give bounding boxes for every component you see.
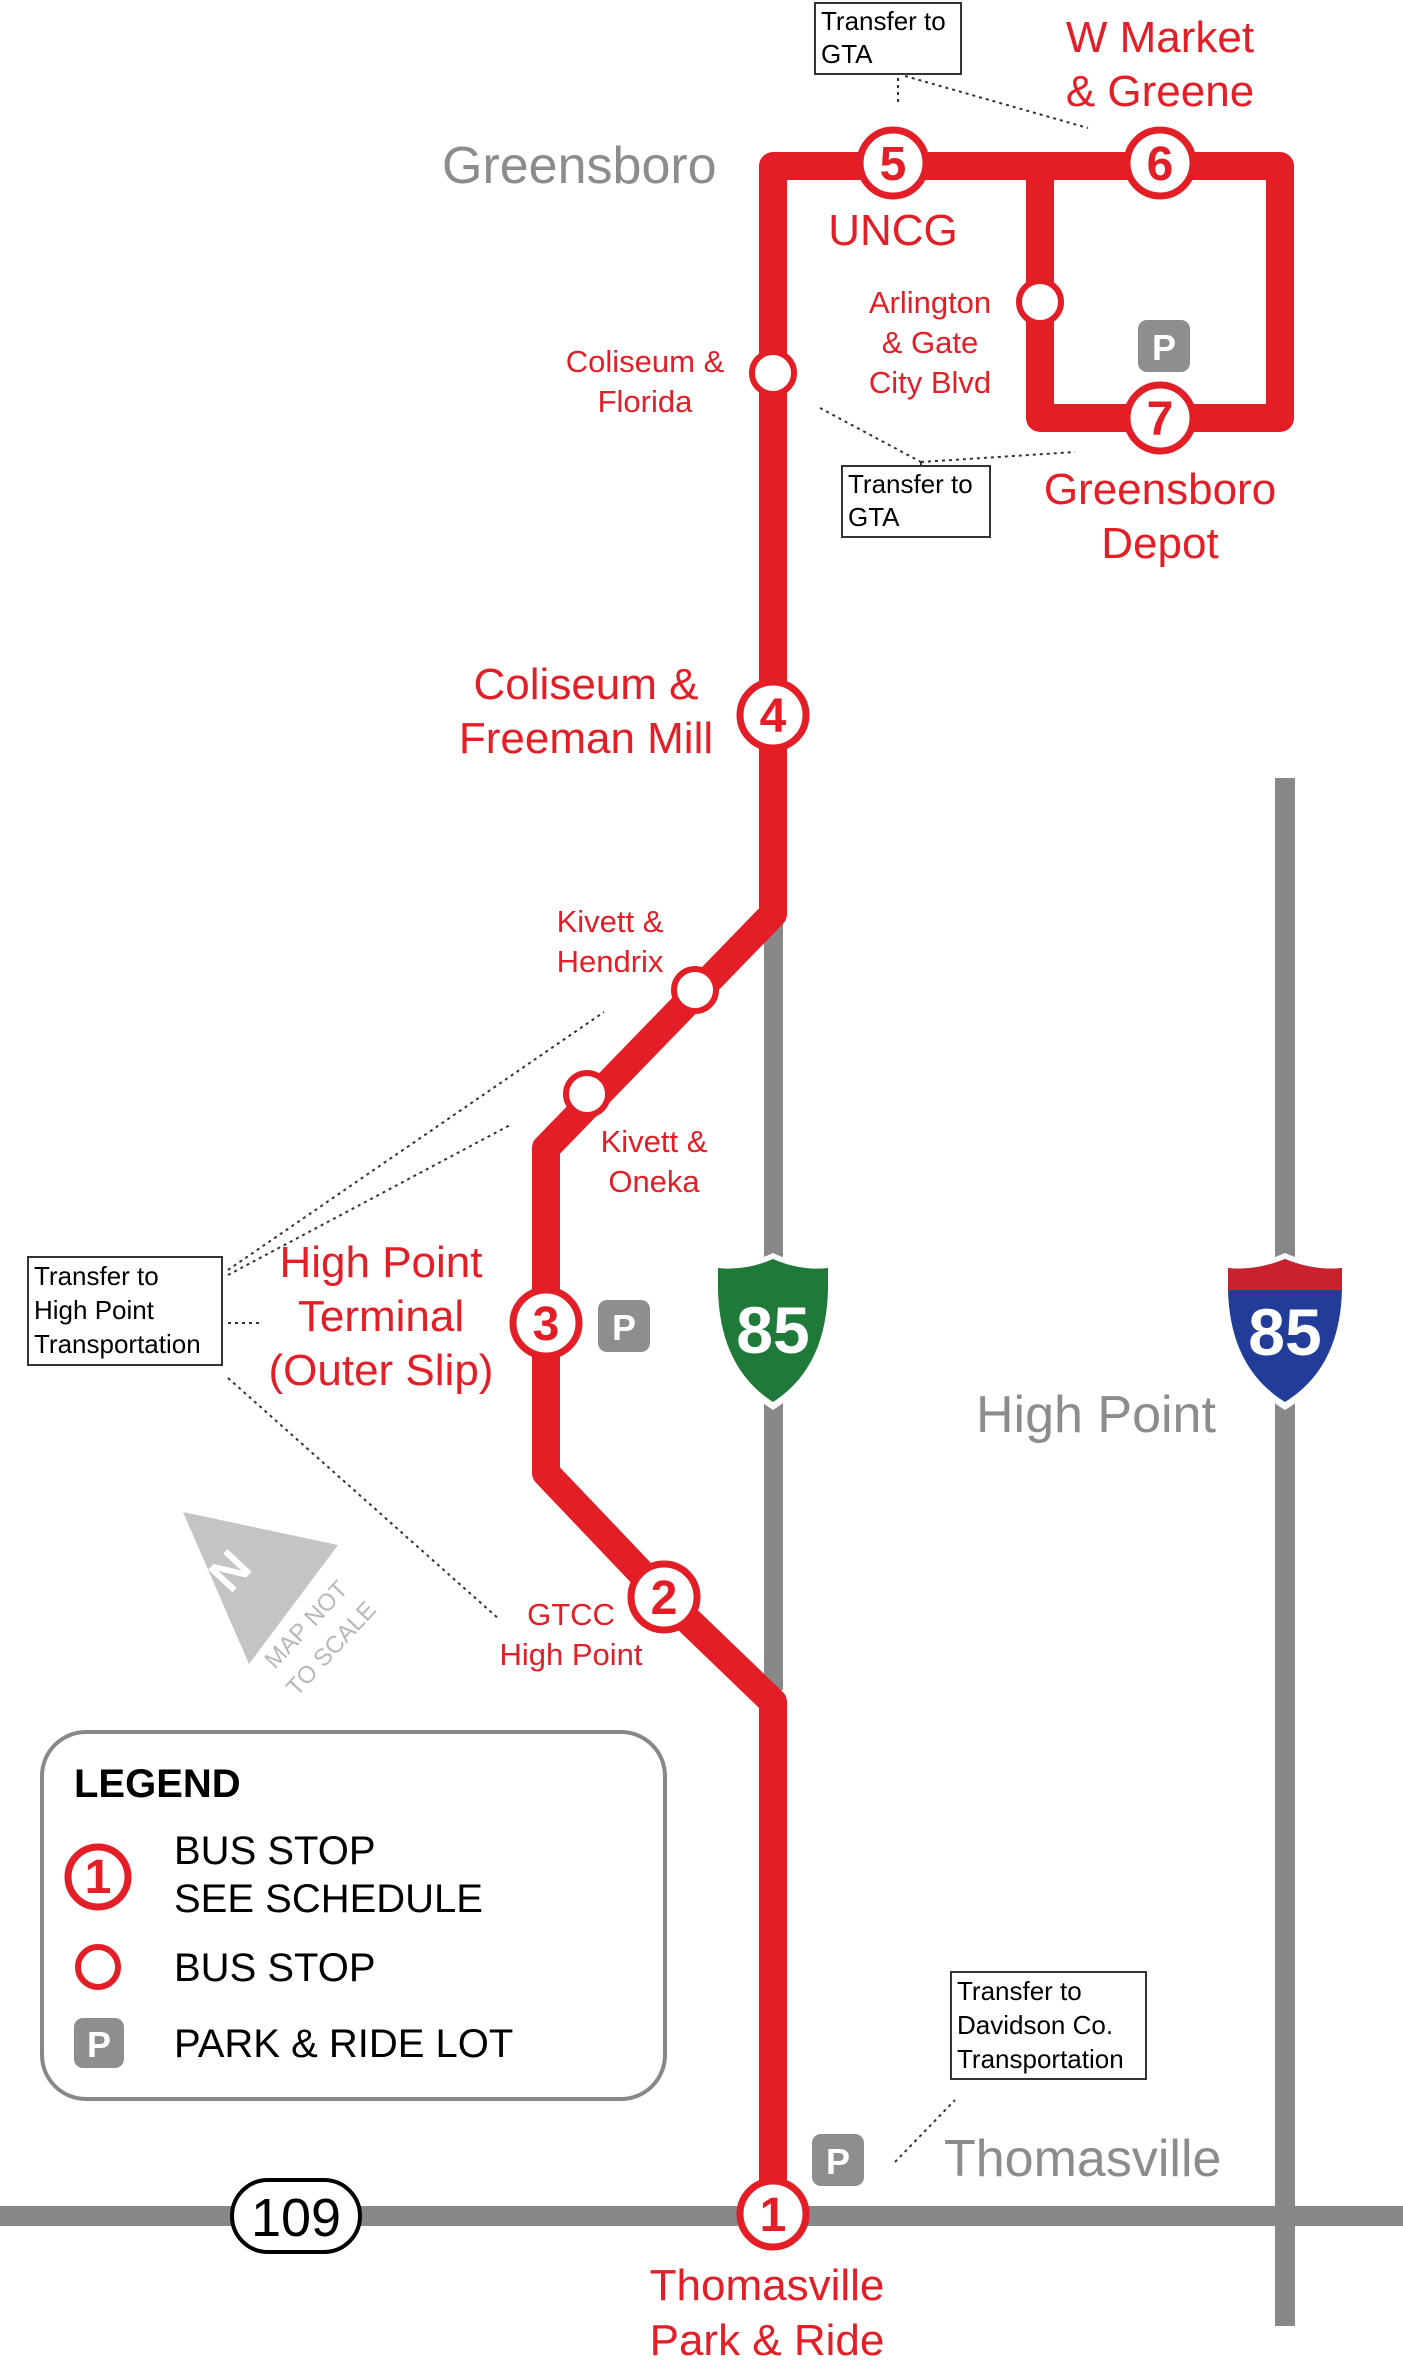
park-ride-icon: P bbox=[1138, 320, 1190, 372]
transfer-leader-lines bbox=[227, 75, 1089, 2163]
city-high-point: High Point bbox=[976, 1386, 1216, 1444]
label-arlington-line3: City Blvd bbox=[869, 365, 991, 400]
legend-bus-stop-label: BUS STOP bbox=[174, 1946, 376, 1990]
i85-business-shield: 85 bbox=[712, 1253, 834, 1410]
stop-3: 3 bbox=[509, 1286, 583, 1360]
label-s4-line1: Coliseum & bbox=[474, 660, 699, 709]
stop-number: 3 bbox=[533, 1298, 560, 1351]
stop-arlington-gate bbox=[1016, 278, 1064, 326]
transfer-line1: Transfer to bbox=[957, 1976, 1082, 2006]
label-s6-line2: & Greene bbox=[1066, 67, 1254, 116]
transfer-line1: Transfer to bbox=[34, 1261, 159, 1291]
legend-numbered-stop-line1: BUS STOP bbox=[174, 1829, 376, 1873]
label-s4-line2: Freeman Mill bbox=[459, 714, 713, 763]
stop-number: 7 bbox=[1147, 393, 1174, 446]
stop-kivett-hendrix bbox=[671, 966, 719, 1014]
transfer-line2: GTA bbox=[821, 39, 873, 69]
transfer-box-gta-top: Transfer to GTA bbox=[814, 2, 962, 75]
label-coliseum-florida-line2: Florida bbox=[598, 384, 694, 419]
i85-number: 85 bbox=[1248, 1295, 1321, 1369]
transfer-box-hpt: Transfer to High Point Transportation bbox=[27, 1256, 223, 1366]
city-greensboro: Greensboro bbox=[442, 137, 717, 195]
label-s5: UNCG bbox=[828, 206, 958, 255]
stop-number: 4 bbox=[760, 690, 787, 743]
label-s2-line2: High Point bbox=[499, 1637, 642, 1672]
transfer-box-gta-mid: Transfer to GTA bbox=[841, 465, 991, 538]
parking-letter: P bbox=[1152, 327, 1176, 368]
stop-4: 4 bbox=[736, 678, 810, 752]
stop-number: 2 bbox=[651, 1572, 678, 1625]
stop-kivett-oneka bbox=[563, 1070, 611, 1118]
label-s6-line1: W Market bbox=[1066, 13, 1254, 62]
transfer-line3: Transportation bbox=[34, 1329, 201, 1359]
label-arlington-line1: Arlington bbox=[869, 285, 991, 320]
stop-number: 5 bbox=[880, 138, 907, 191]
route-line bbox=[532, 152, 1294, 2224]
stop-5: 5 bbox=[856, 126, 930, 200]
transfer-line2: High Point bbox=[34, 1295, 155, 1325]
legend-numbered-stop-icon bbox=[64, 1843, 132, 1911]
transfer-box-davidson: Transfer to Davidson Co. Transportation bbox=[950, 1971, 1147, 2080]
city-thomasville: Thomasville bbox=[944, 2130, 1221, 2188]
stop-labels: W Market & Greene UNCG Arlington & Gate … bbox=[269, 13, 1277, 2365]
i85-business-number: 85 bbox=[736, 1293, 809, 1367]
transfer-line1: Transfer to bbox=[821, 6, 946, 36]
label-s7-line1: Greensboro bbox=[1044, 465, 1276, 514]
label-arlington-line2: & Gate bbox=[882, 325, 979, 360]
label-s2-line1: GTCC bbox=[527, 1597, 615, 1632]
label-kivett-hendrix-line2: Hendrix bbox=[557, 944, 664, 979]
stop-coliseum-florida bbox=[749, 349, 797, 397]
label-s3-line2: Terminal bbox=[298, 1292, 464, 1341]
transfer-line3: Transportation bbox=[957, 2044, 1124, 2074]
parking-letter: P bbox=[612, 1307, 636, 1348]
numbered-stops: 1 2 3 4 5 6 7 bbox=[509, 126, 1197, 2251]
stop-number: 1 bbox=[760, 2189, 787, 2242]
stop-number: 6 bbox=[1147, 138, 1174, 191]
label-s3-line1: High Point bbox=[279, 1238, 482, 1287]
label-kivett-oneka-line1: Kivett & bbox=[601, 1124, 708, 1159]
label-coliseum-florida-line1: Coliseum & bbox=[566, 344, 725, 379]
label-s3-line3: (Outer Slip) bbox=[269, 1346, 494, 1395]
label-s7-line2: Depot bbox=[1101, 519, 1218, 568]
label-kivett-oneka-line2: Oneka bbox=[608, 1164, 700, 1199]
nc109-shield: 109 bbox=[230, 2178, 362, 2254]
legend-park-ride-label: PARK & RIDE LOT bbox=[174, 2022, 513, 2066]
park-ride-icon: P bbox=[598, 1300, 650, 1352]
stop-6: 6 bbox=[1123, 126, 1197, 200]
legend-bus-stop-icon bbox=[75, 1944, 121, 1990]
legend-numbered-stop-line2: SEE SCHEDULE bbox=[174, 1877, 483, 1921]
legend-numbered-stop-number: 1 bbox=[85, 1851, 112, 1904]
transfer-line2: GTA bbox=[848, 502, 900, 532]
bus-stops bbox=[563, 278, 1064, 1118]
i85-shield: 85 bbox=[1222, 1253, 1348, 1410]
label-s1-line1: Thomasville bbox=[650, 2261, 885, 2310]
transfer-line1: Transfer to bbox=[848, 469, 973, 499]
park-ride-icon: P bbox=[812, 2134, 864, 2186]
stop-1: 1 bbox=[736, 2177, 810, 2251]
road-i85 bbox=[1275, 778, 1295, 2326]
legend-title: LEGEND bbox=[74, 1762, 241, 1806]
legend-park-ride-letter: P bbox=[87, 2024, 111, 2065]
stop-2: 2 bbox=[627, 1560, 701, 1634]
road-nc109 bbox=[0, 2206, 1403, 2226]
north-arrow: N MAP NOT TO SCALE bbox=[183, 1512, 382, 1701]
label-s1-line2: Park & Ride bbox=[650, 2316, 885, 2365]
label-kivett-hendrix-line1: Kivett & bbox=[557, 904, 664, 939]
transfer-line2: Davidson Co. bbox=[957, 2010, 1113, 2040]
parking-letter: P bbox=[826, 2141, 850, 2182]
legend-park-ride-icon bbox=[74, 2018, 124, 2068]
legend: LEGEND 1 BUS STOP SEE SCHEDULE BUS STOP … bbox=[40, 1730, 667, 2101]
nc109-number: 109 bbox=[251, 2188, 341, 2248]
stop-7: 7 bbox=[1123, 381, 1197, 455]
